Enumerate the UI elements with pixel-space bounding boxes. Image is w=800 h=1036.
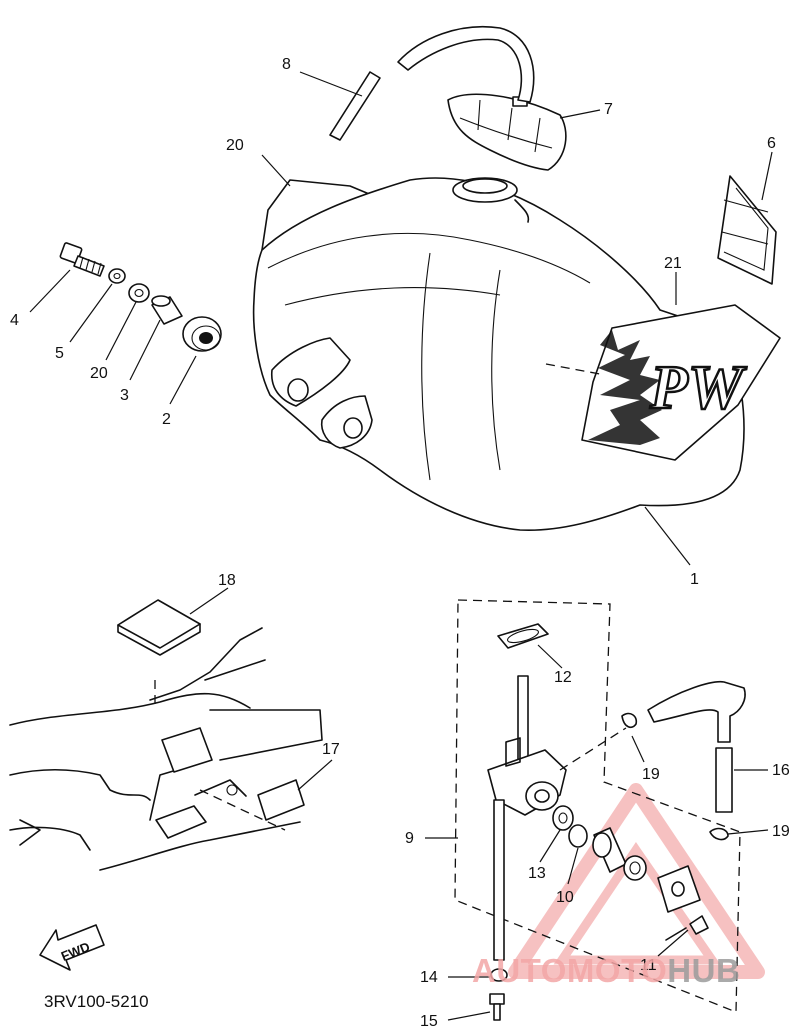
- tank-emblem: PW: [581, 304, 781, 461]
- callout-20-right: 21: [664, 255, 682, 272]
- leader-lines: [29, 71, 773, 1021]
- fwd-arrow-icon: FWD: [39, 924, 105, 971]
- callout-20-left: 20: [226, 137, 244, 154]
- callout-18: 18: [218, 572, 236, 589]
- callout-3: 3: [120, 387, 129, 404]
- watermark-logo-icon: [508, 783, 765, 979]
- hose-clip-lower: [709, 827, 729, 841]
- pad-17: [257, 779, 305, 821]
- callout-7: 7: [604, 101, 613, 118]
- fuel-hose: [647, 680, 746, 813]
- bolt: [59, 242, 105, 277]
- callout-16: 16: [772, 762, 790, 779]
- emblem-letters: PW: [649, 354, 747, 422]
- pad-18: [117, 599, 201, 656]
- callout-numbers: 8 7 20 6 21 4 5 20 3 2 1 18 17 12 19 16 …: [10, 56, 790, 1030]
- callout-1: 1: [690, 571, 699, 588]
- watermark-part-2: MOTO: [566, 952, 668, 989]
- watermark-part-1: AUTO: [472, 952, 567, 989]
- callout-14: 14: [420, 969, 438, 986]
- callout-10: 10: [556, 889, 574, 906]
- callout-13: 13: [528, 865, 546, 882]
- frame-section: [9, 627, 323, 871]
- callout-2: 2: [162, 411, 171, 428]
- callout-11: 11: [640, 957, 657, 974]
- callout-15: 15: [420, 1013, 438, 1030]
- grommet: [182, 316, 222, 352]
- callout-21: 20: [90, 365, 108, 382]
- washer-5: [108, 268, 126, 284]
- callout-12: 12: [554, 669, 572, 686]
- callout-5: 5: [55, 345, 64, 362]
- fuel-cock-assembly: [454, 599, 741, 1021]
- callout-6: 6: [767, 135, 776, 152]
- callout-19-upper: 19: [642, 766, 660, 783]
- watermark: AUTOMOTOHUB: [472, 952, 740, 990]
- fuel-cap: [447, 93, 567, 171]
- diagram-code: 3RV100-5210: [44, 992, 149, 1011]
- callout-4: 4: [10, 312, 19, 329]
- callout-8: 8: [282, 56, 291, 73]
- callout-19-lower: 19: [772, 823, 790, 840]
- callout-17: 17: [322, 741, 340, 758]
- bracket: [717, 175, 777, 285]
- watermark-part-3: HUB: [667, 952, 741, 989]
- washer-21: [128, 283, 150, 303]
- hose-clip-upper: [621, 712, 638, 729]
- callout-9: 9: [405, 830, 414, 847]
- breather-hose: [329, 26, 535, 141]
- collar: [151, 295, 183, 325]
